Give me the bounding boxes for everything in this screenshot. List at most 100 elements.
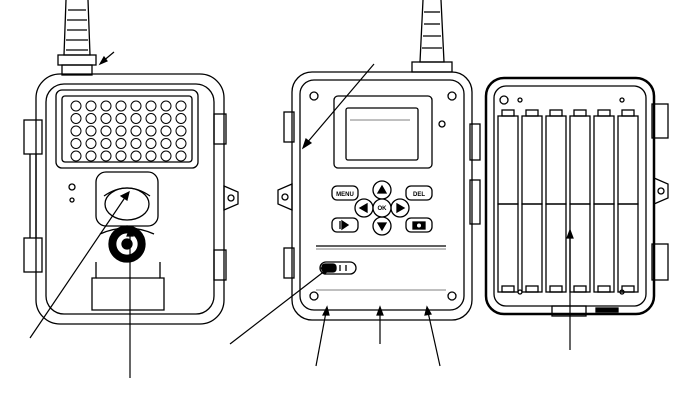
- ir-led: [70, 125, 82, 137]
- lcd-screen: [333, 95, 433, 169]
- left-arrow-icon: [358, 202, 368, 214]
- indicator-dot: [69, 197, 75, 203]
- battery-slot: [569, 115, 591, 205]
- ok-button[interactable]: [372, 198, 392, 218]
- ir-led: [145, 100, 157, 112]
- battery-slot: [545, 203, 567, 293]
- battery-slot: [497, 203, 519, 293]
- ir-led: [70, 100, 82, 112]
- play-button[interactable]: [331, 217, 359, 233]
- battery-slot-terminal: [525, 285, 539, 293]
- battery-slot-terminal: [501, 285, 515, 293]
- battery-slot-terminal: [621, 109, 635, 117]
- ir-led: [145, 150, 157, 162]
- ir-led: [85, 125, 97, 137]
- ir-led: [100, 113, 112, 124]
- ir-led: [130, 113, 142, 124]
- ir-led: [130, 150, 142, 162]
- front-antenna: [57, 0, 97, 76]
- control-panel-camera: MENU DEL OK: [277, 0, 481, 321]
- callout-port-right: [424, 305, 441, 367]
- callout-port-left: [315, 305, 330, 367]
- ir-led: [100, 150, 112, 162]
- ir-led: [115, 113, 127, 124]
- battery-slots: [497, 109, 639, 293]
- callout-battery: [566, 228, 574, 350]
- callout-panel: [301, 63, 375, 150]
- ir-led: [160, 125, 172, 137]
- front-right-hinge: [213, 113, 239, 281]
- ir-led: [85, 150, 97, 162]
- ir-led: [175, 113, 187, 124]
- rear-antenna: [411, 0, 453, 73]
- battery-slot: [521, 203, 543, 293]
- camera-lens: [99, 225, 155, 263]
- ir-led: [145, 125, 157, 137]
- del-button[interactable]: DEL: [405, 185, 433, 201]
- battery-slot-terminal: [573, 109, 587, 117]
- ir-led: [160, 100, 172, 112]
- callout-antenna: [98, 51, 115, 66]
- battery-slot-terminal: [597, 285, 611, 293]
- ir-led: [100, 100, 112, 112]
- ir-led: [145, 138, 157, 149]
- ir-led: [145, 113, 157, 124]
- battery-compartment-view: [484, 76, 669, 317]
- battery-slot-terminal: [597, 109, 611, 117]
- battery-slot: [521, 115, 543, 205]
- battery-slot-terminal: [573, 285, 587, 293]
- left-side-tab: [283, 111, 295, 143]
- status-led: [438, 120, 446, 128]
- battery-slot: [593, 203, 615, 293]
- menu-button[interactable]: MENU: [331, 185, 359, 201]
- ir-led: [115, 100, 127, 112]
- battery-hinges: [651, 103, 669, 281]
- right-arrow-icon: [396, 202, 406, 214]
- ir-led: [85, 113, 97, 124]
- battery-slot-terminal: [501, 109, 515, 117]
- callout-arrows: [29, 51, 574, 378]
- battery-slot: [497, 115, 519, 205]
- ir-led: [70, 138, 82, 149]
- battery-slot-terminal: [525, 109, 539, 117]
- del-button-label: DEL: [413, 192, 425, 198]
- battery-slot: [569, 203, 591, 293]
- battery-slot: [617, 203, 639, 293]
- ir-led: [100, 125, 112, 137]
- battery-slot-terminal: [549, 285, 563, 293]
- front-left-latch: [23, 119, 43, 273]
- control-body-outer: [291, 71, 473, 321]
- battery-slot: [545, 115, 567, 205]
- ir-led-panel: [55, 89, 199, 169]
- d-pad[interactable]: OK: [354, 180, 410, 236]
- callout-pir-sensor: [29, 190, 130, 339]
- callout-port-middle: [376, 305, 384, 344]
- left-mount-tab: [277, 183, 293, 211]
- ok-button-label: OK: [378, 206, 388, 212]
- battery-slot: [617, 115, 639, 205]
- front-view-camera: [23, 0, 239, 325]
- ir-led: [70, 113, 82, 124]
- ir-led: [85, 100, 97, 112]
- ir-led: [175, 138, 187, 149]
- ir-led: [70, 150, 82, 162]
- shot-button[interactable]: [405, 217, 433, 233]
- ir-led: [160, 113, 172, 124]
- down-arrow-icon: [376, 222, 388, 232]
- ir-led: [115, 125, 127, 137]
- ir-led: [100, 138, 112, 149]
- menu-button-label: MENU: [336, 192, 354, 198]
- battery-slot-terminal: [549, 109, 563, 117]
- ir-led: [160, 138, 172, 149]
- battery-slot-terminal: [621, 285, 635, 293]
- ir-led: [115, 150, 127, 162]
- ir-led: [160, 150, 172, 162]
- right-side-hinge: [469, 123, 481, 161]
- ir-led: [130, 125, 142, 137]
- ir-led: [85, 138, 97, 149]
- ir-led: [115, 138, 127, 149]
- panel-screws: [309, 91, 457, 301]
- light-sensor: [68, 183, 76, 191]
- front-lower-block: [91, 262, 165, 311]
